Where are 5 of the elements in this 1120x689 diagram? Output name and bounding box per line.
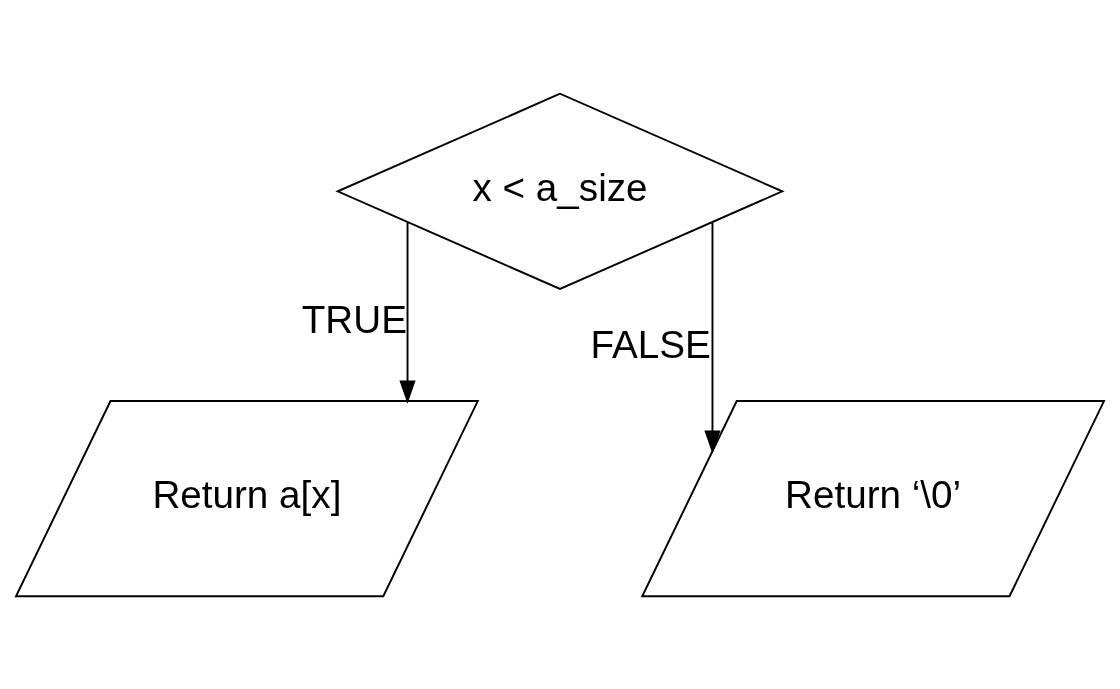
edge-label: TRUE	[301, 297, 407, 341]
node-diamond: x < a_size	[335, 92, 785, 290]
arrow	[704, 221, 721, 454]
edge-label: FALSE	[590, 322, 711, 366]
arrow	[399, 221, 416, 404]
